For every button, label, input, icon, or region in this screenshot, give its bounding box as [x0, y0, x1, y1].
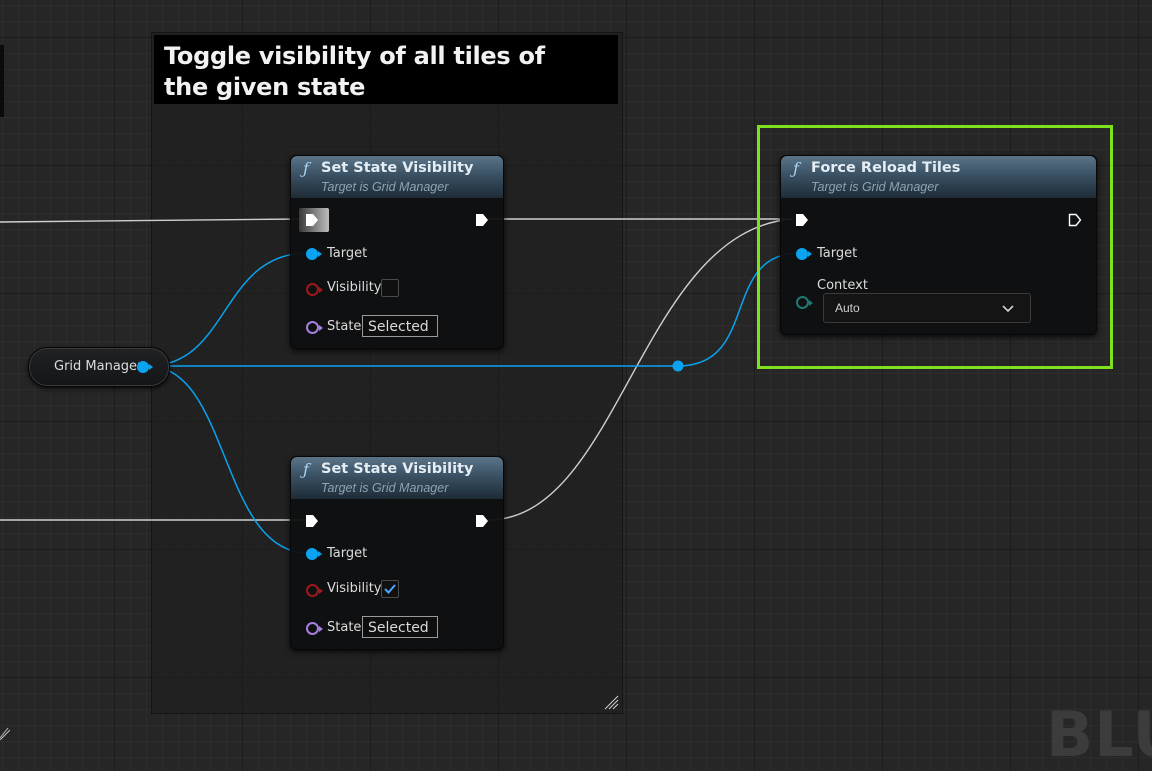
- corner-resize-icon: [0, 727, 10, 740]
- exec-in-pin-icon[interactable]: [795, 213, 809, 227]
- object-wire-to-set-1: [147, 252, 309, 367]
- target-pin[interactable]: [796, 248, 812, 260]
- comment-title-text: Toggle visibility of all tiles of the gi…: [164, 42, 545, 101]
- state-pin[interactable]: [306, 321, 323, 334]
- visibility-pin[interactable]: [306, 283, 323, 296]
- node-subtitle: Target is Grid Manager: [811, 180, 939, 194]
- grid-manager-output-pin[interactable]: [137, 361, 153, 373]
- node-header: ƒ Force Reload Tiles Target is Grid Mana…: [781, 156, 1096, 198]
- state-value-field[interactable]: Selected: [362, 315, 438, 337]
- object-wire-to-reload: [677, 252, 801, 367]
- visibility-pin-label: Visibility: [327, 280, 382, 295]
- function-icon: ƒ: [793, 159, 799, 178]
- state-pin-label: State: [327, 620, 362, 635]
- set-state-visibility-node-1[interactable]: ƒ Set State Visibility Target is Grid Ma…: [290, 155, 504, 349]
- target-pin-label: Target: [327, 546, 368, 561]
- target-pin[interactable]: [306, 548, 322, 560]
- node-header: ƒ Set State Visibility Target is Grid Ma…: [291, 457, 503, 499]
- visibility-pin[interactable]: [306, 584, 323, 597]
- object-wire-to-set-2: [147, 365, 309, 554]
- offscreen-node-stub: [0, 45, 4, 117]
- context-dropdown[interactable]: Auto: [823, 293, 1031, 323]
- exec-in-pin-icon[interactable]: [305, 514, 319, 528]
- blueprint-watermark: BLU: [1046, 698, 1152, 771]
- node-subtitle: Target is Grid Manager: [321, 481, 449, 495]
- exec-out-pin-icon[interactable]: [1068, 213, 1082, 227]
- set-state-visibility-node-2[interactable]: ƒ Set State Visibility Target is Grid Ma…: [290, 456, 504, 650]
- state-value-field[interactable]: Selected: [362, 616, 438, 638]
- exec-wire-2-to-reload: [487, 218, 794, 521]
- visibility-checkbox[interactable]: [381, 580, 399, 598]
- target-pin-label: Target: [817, 246, 858, 261]
- variable-label: Grid Manager: [54, 359, 143, 374]
- target-pin-label: Target: [327, 246, 368, 261]
- selection-highlight: [757, 125, 1113, 369]
- exec-in-pin-icon[interactable]: [305, 213, 319, 227]
- node-title: Set State Visibility: [321, 461, 474, 477]
- exec-out-pin-icon[interactable]: [475, 514, 489, 528]
- state-pin-label: State: [327, 319, 362, 334]
- exec-out-pin-icon[interactable]: [475, 213, 489, 227]
- context-pin-label: Context: [817, 278, 868, 293]
- function-icon: ƒ: [303, 460, 309, 479]
- exec-wire-in-1: [0, 218, 301, 223]
- node-title: Force Reload Tiles: [811, 160, 961, 176]
- visibility-checkbox[interactable]: [381, 279, 399, 297]
- node-subtitle: Target is Grid Manager: [321, 180, 449, 194]
- force-reload-tiles-node[interactable]: ƒ Force Reload Tiles Target is Grid Mana…: [780, 155, 1097, 335]
- node-title: Set State Visibility: [321, 160, 474, 176]
- chevron-down-icon: [1002, 305, 1014, 313]
- state-pin[interactable]: [306, 622, 323, 635]
- grid-manager-variable-node[interactable]: Grid Manager: [28, 347, 170, 387]
- context-dropdown-value: Auto: [835, 301, 860, 315]
- function-icon: ƒ: [303, 159, 309, 178]
- checkmark-icon: [384, 584, 396, 594]
- comment-resize-handle-icon[interactable]: [603, 694, 619, 710]
- reroute-knot: [672, 360, 684, 372]
- node-header: ƒ Set State Visibility Target is Grid Ma…: [291, 156, 503, 198]
- target-pin[interactable]: [306, 248, 322, 260]
- context-pin[interactable]: [796, 296, 813, 309]
- comment-title-bar[interactable]: Toggle visibility of all tiles of the gi…: [154, 35, 618, 104]
- visibility-pin-label: Visibility: [327, 581, 382, 596]
